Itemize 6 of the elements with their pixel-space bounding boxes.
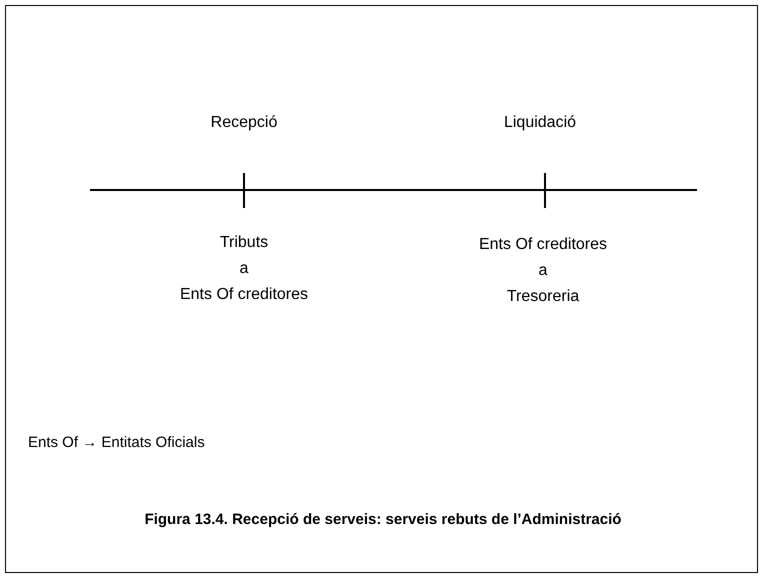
stage-label: Recepció bbox=[210, 113, 278, 133]
stage-label: Liquidació bbox=[504, 113, 576, 133]
abbreviation-note: Ents Of → Entitats Oficials bbox=[28, 433, 205, 453]
entry-text: Tributs a Ents Of creditores bbox=[180, 233, 308, 305]
figure-caption: Figura 13.4. Recepció de serveis: serveis rebuts de l’Administració bbox=[144, 511, 622, 528]
entry-text: Ents Of creditores a Tresoreria bbox=[478, 235, 608, 307]
